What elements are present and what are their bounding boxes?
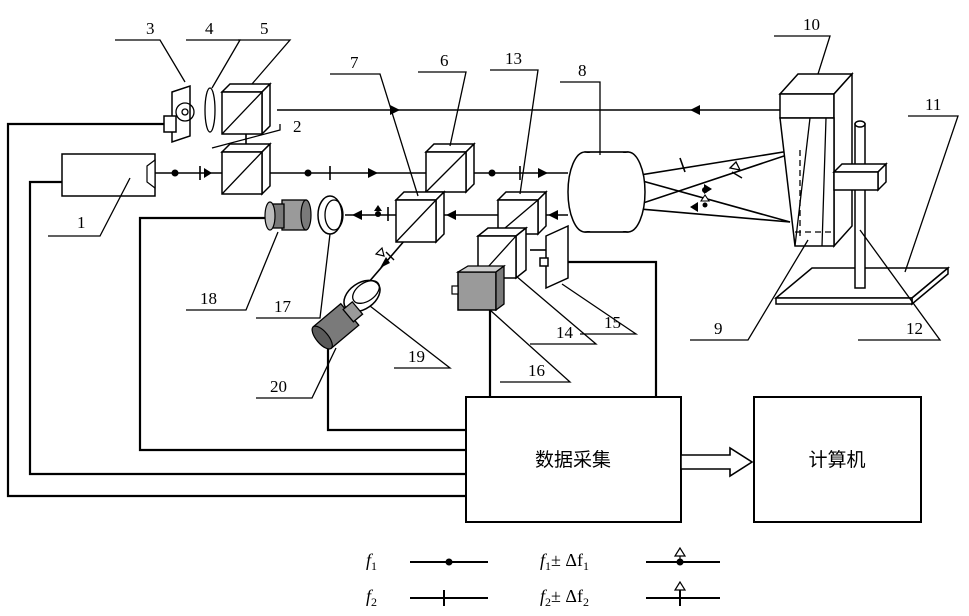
photodetector-15 <box>540 226 568 288</box>
mount-arm-12 <box>834 164 886 190</box>
beam-splitter-5 <box>222 84 270 134</box>
arrow-head <box>690 105 700 115</box>
label-5: 5 <box>260 19 269 38</box>
label-17: 17 <box>274 297 292 316</box>
daq-to-computer-arrow <box>681 448 752 476</box>
polarizing-splitter-6 <box>426 144 474 192</box>
label-1: 1 <box>77 213 86 232</box>
computer-box: 计算机 <box>754 397 921 522</box>
photodetector-16 <box>452 266 504 310</box>
laser-source <box>62 154 155 196</box>
legend-f2-shift-arrow <box>675 582 685 590</box>
label-12: 12 <box>906 319 923 338</box>
label-10: 10 <box>803 15 820 34</box>
label-8: 8 <box>578 61 587 80</box>
label-14: 14 <box>556 323 574 342</box>
label-20: 20 <box>270 377 287 396</box>
beam-to-mirror-a <box>628 148 808 177</box>
data-acquisition-box: 数据采集 <box>466 397 681 522</box>
label-13: 13 <box>505 49 522 68</box>
computer-label: 计算机 <box>808 449 865 471</box>
lens-17 <box>318 196 343 234</box>
label-6: 6 <box>440 51 449 70</box>
legend: f1 f2 f1± Δf1 f2± Δf2 <box>366 548 720 609</box>
legend-f1-dot <box>446 559 453 566</box>
target-reflector-10 <box>780 74 852 246</box>
beam-to-mirror-c <box>628 148 808 208</box>
label-18: 18 <box>200 289 217 308</box>
label-4: 4 <box>205 19 214 38</box>
legend-f2-label: f2 <box>366 586 377 609</box>
label-2: 2 <box>293 117 302 136</box>
legend-f1-label: f1 <box>366 550 377 573</box>
label-7: 7 <box>350 53 359 72</box>
label-9: 9 <box>714 319 723 338</box>
collimator-lens-8 <box>568 152 645 232</box>
beam-splitter-2 <box>222 144 270 194</box>
lens-4 <box>205 88 215 132</box>
data-acquisition-label: 数据采集 <box>535 449 611 471</box>
beam-splitter-7 <box>396 192 444 242</box>
wire-20-to-daq <box>328 346 466 430</box>
legend-f2-shift-label: f2± Δf2 <box>540 586 589 609</box>
label-11: 11 <box>925 95 941 114</box>
photodetector-3 <box>164 86 194 142</box>
wire-18-to-daq <box>140 218 466 450</box>
photodetector-18 <box>265 200 311 230</box>
label-15: 15 <box>604 313 621 332</box>
label-16: 16 <box>528 361 545 380</box>
label-19: 19 <box>408 347 425 366</box>
legend-f1-shift-label: f1± Δf1 <box>540 550 589 573</box>
label-3: 3 <box>146 19 155 38</box>
legend-f1-shift-arrow <box>675 548 685 556</box>
